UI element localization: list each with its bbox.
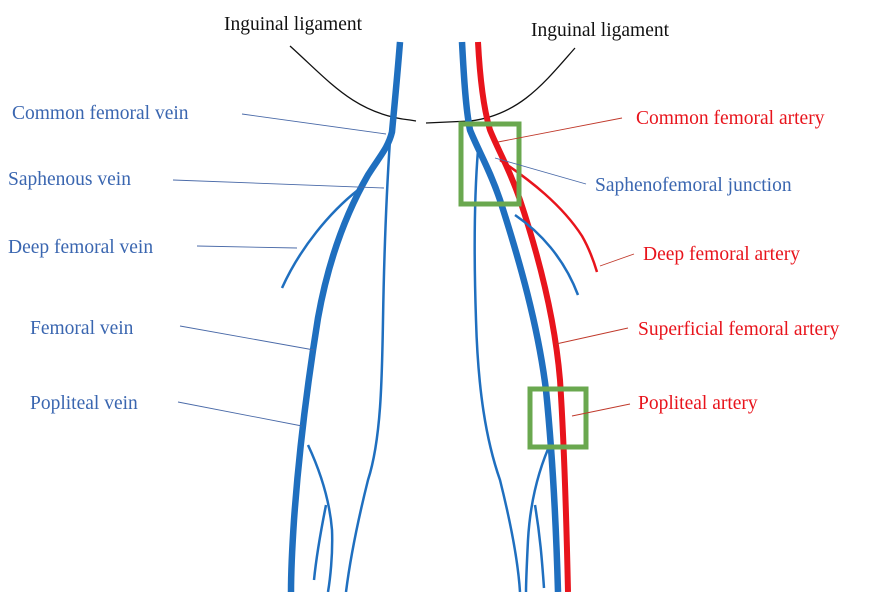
saphenous-vein-label: Saphenous vein xyxy=(8,169,131,190)
superficial-femoral-artery-label: Superficial femoral artery xyxy=(638,319,840,340)
leader-deep-femoral-vein xyxy=(197,246,297,248)
deep-femoral-vein-label: Deep femoral vein xyxy=(8,237,153,258)
saphenofemoral-junction-label: Saphenofemoral junction xyxy=(595,175,792,196)
right-popliteal-branch-2 xyxy=(535,505,544,588)
left-popliteal-branch xyxy=(308,445,332,592)
leader-popliteal-vein xyxy=(178,402,302,426)
right-saphenous-vein xyxy=(475,150,520,592)
left-inguinal-ligament-label: Inguinal ligament xyxy=(224,14,363,35)
right-inguinal-ligament-label: Inguinal ligament xyxy=(531,20,670,41)
deep-femoral-artery-label: Deep femoral artery xyxy=(643,244,800,265)
common-femoral-vein-label: Common femoral vein xyxy=(12,103,189,124)
leader-common-femoral-vein xyxy=(242,114,386,134)
leader-superficial-femoral-artery xyxy=(556,328,628,344)
common-femoral-artery-label: Common femoral artery xyxy=(636,108,825,129)
femoral-vein-label: Femoral vein xyxy=(30,318,134,339)
leader-saphenous-vein xyxy=(173,180,384,188)
left-leg xyxy=(282,42,416,592)
left-popliteal-branch-2 xyxy=(314,505,326,580)
popliteal-artery-box xyxy=(530,389,586,447)
leader-popliteal-artery xyxy=(572,404,630,416)
popliteal-artery-label: Popliteal artery xyxy=(638,393,758,414)
right-inguinal-ligament xyxy=(426,48,575,123)
leader-femoral-vein xyxy=(180,326,314,350)
left-deep-femoral-vein xyxy=(282,190,358,288)
leader-deep-femoral-artery xyxy=(600,254,634,266)
popliteal-vein-label: Popliteal vein xyxy=(30,393,138,414)
right-popliteal-branch xyxy=(526,440,552,592)
